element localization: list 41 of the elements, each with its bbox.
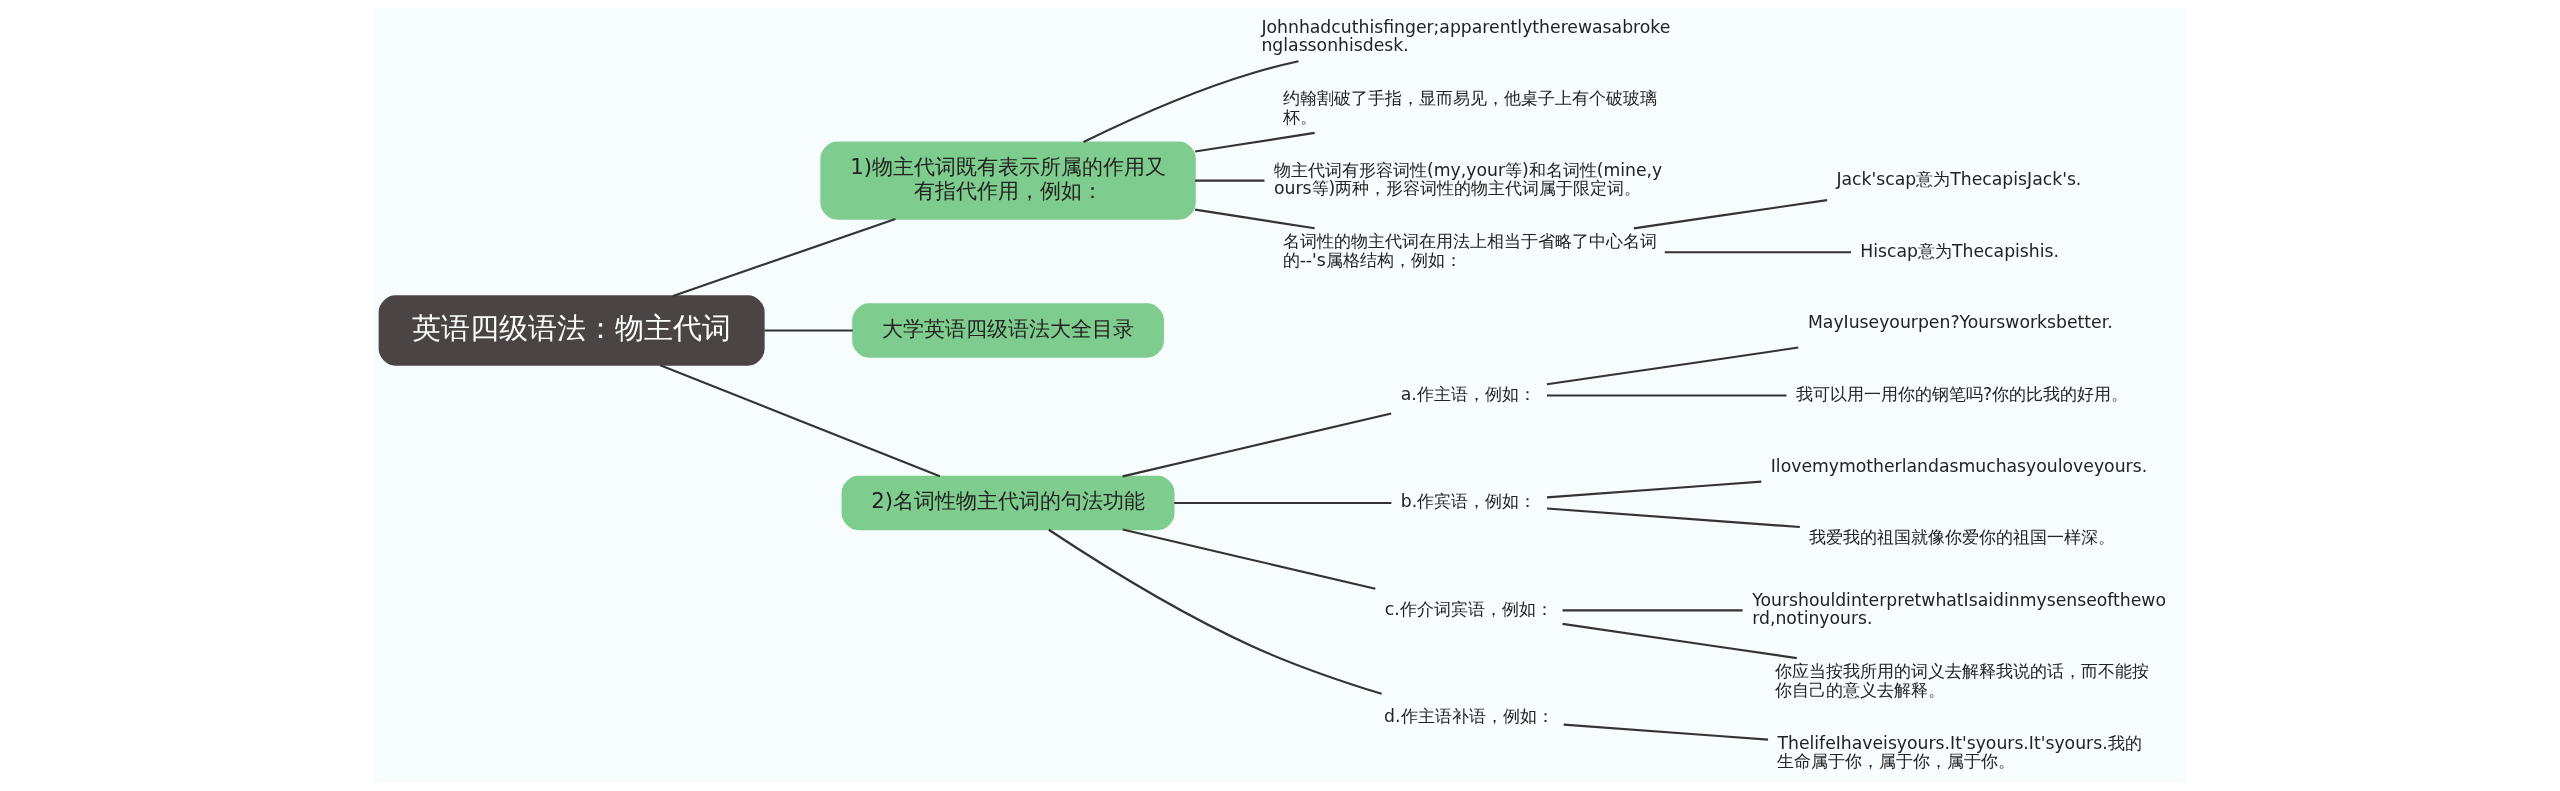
node-text: Johnhadcuthisfinger;apparentlytherewasabrokenglassonhisdesk. [1261, 16, 1671, 56]
node-text: ThelifeIhaveisyours.It'syours.It'syours.我的生命属于你，属于你，属于你。 [1777, 732, 2142, 772]
node-text: 名词性的物主代词在用法上相当于省略了中心名词的--'s属格结构，例如： [1282, 231, 1657, 271]
connector [1562, 622, 1797, 660]
node-text: c.作介词宾语，例如： [1384, 598, 1553, 619]
node-text: MayIuseyourpen?Yoursworksbetter. [1807, 312, 2113, 333]
connector [1174, 501, 1392, 504]
connector [1562, 609, 1743, 612]
connector [659, 364, 941, 478]
node-text: 我爱我的祖国就像你爱你的祖国一样深。 [1809, 527, 2116, 548]
node-text: 约翰割破了手指，显而易见，他桌子上有个破玻璃杯。 [1282, 88, 1657, 127]
node-text: 我可以用一用你的钢笔吗?你的比我的好用。 [1796, 384, 2129, 405]
connector [1083, 60, 1299, 143]
node-text: Jack'scap意为ThecapisJack's. [1836, 169, 2082, 190]
node-box: 1)物主代词既有表示所属的作用又有指代作用，例如： [820, 141, 1196, 220]
node-text: a.作主语，例如： [1400, 384, 1536, 405]
node-text: 你应当按我所用的词义去解释我说的话，而不能按你自己的意义去解释。 [1775, 661, 2150, 700]
connector [1194, 208, 1315, 230]
node-box: 大学英语四级语法大全目录 [852, 303, 1164, 358]
node-box: 英语四级语法：物主代词 [378, 295, 765, 366]
node-box: 2)名词性物主代词的句法功能 [841, 475, 1175, 531]
connector [1546, 480, 1762, 499]
connector [1048, 528, 1382, 695]
connector [1195, 179, 1265, 182]
connector [1664, 251, 1851, 254]
connector [1546, 394, 1787, 397]
connector [1122, 412, 1392, 478]
node-text: Ilovemymotherlandasmuchasyouloveyours. [1770, 455, 2148, 476]
connector [1633, 199, 1828, 230]
node-text: YourshouldinterpretwhatIsaidinmysenseoftheword,notinyours. [1752, 589, 2166, 629]
connector [764, 329, 853, 332]
node-text: 物主代词有形容词性(my,your等)和名词性(mine,yours等)两种，形容词性的物主代词属于限定词。 [1274, 159, 1663, 199]
connector [1194, 131, 1315, 153]
connector [1563, 723, 1769, 741]
connector [1122, 528, 1376, 590]
node-text: b.作宾语，例如： [1400, 491, 1537, 512]
connector [1546, 346, 1799, 386]
node-text: d.作主语补语，例如： [1384, 706, 1554, 727]
connector [1546, 507, 1800, 529]
node-text: Hiscap意为Thecapishis. [1860, 240, 2060, 261]
connector [672, 218, 896, 297]
